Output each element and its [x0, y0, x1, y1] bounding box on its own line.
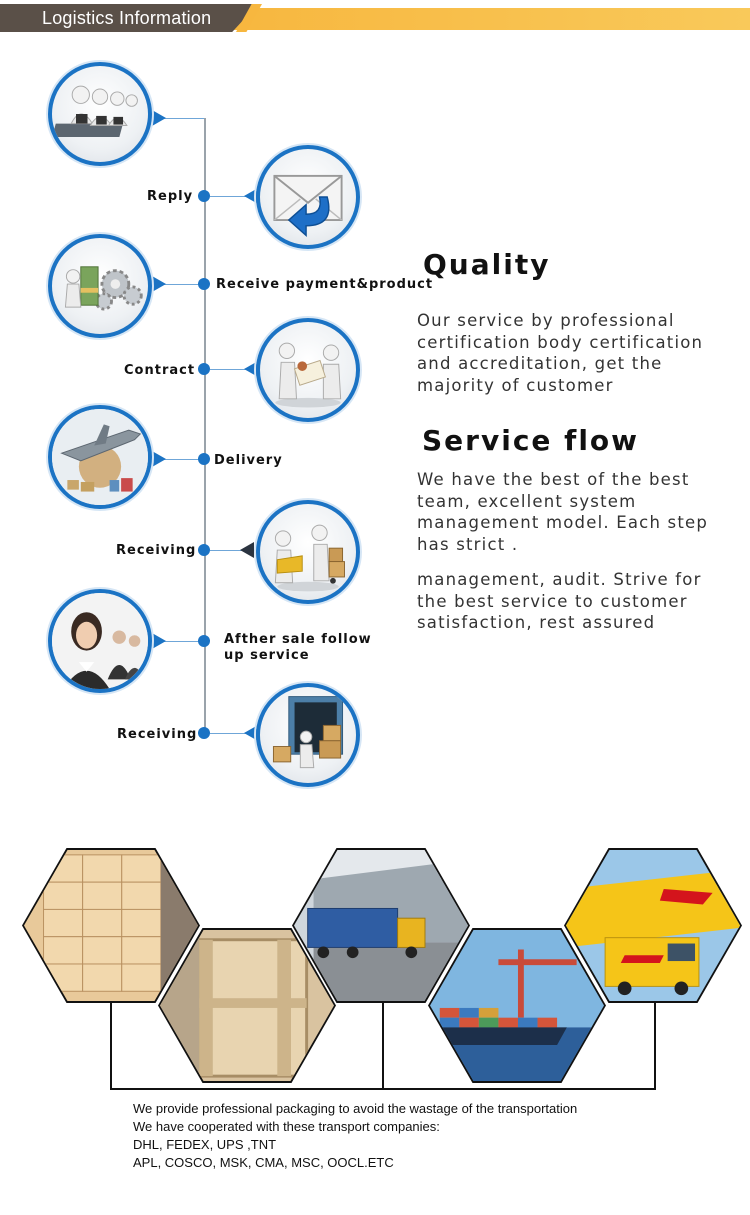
step-label-delivery: Delivery [214, 453, 283, 468]
step-label-reply: Reply [147, 189, 194, 204]
hex-photo-dhl-plane-van [564, 848, 742, 1003]
connector [152, 118, 204, 119]
connector [152, 284, 204, 285]
quality-text: Our service by professional certificatio… [417, 311, 704, 395]
timeline-node [198, 190, 210, 202]
step-label-receive-payment: Receive payment&product [216, 277, 434, 292]
step-label-contract: Contract [124, 363, 196, 378]
footer-express-partners: DHL, FEDEX, UPS ,TNT [133, 1137, 277, 1152]
pointer-arrow [244, 361, 258, 377]
step-label-receiving-final: Receiving [117, 727, 198, 742]
service-flow-text-1: We have the best of the best team, excel… [417, 470, 709, 554]
bracket-line [110, 1088, 656, 1090]
step-label-after-sale: Afther sale follow up service [224, 632, 372, 663]
header-title: Logistics Information [42, 8, 212, 28]
pointer-arrow [152, 633, 166, 649]
timeline-node [198, 278, 210, 290]
pointer-arrow [152, 110, 166, 126]
service-flow-heading: Service flow [422, 424, 640, 457]
pointer-arrow [152, 276, 166, 292]
timeline-node [198, 544, 210, 556]
header-tab [0, 4, 258, 32]
connector [210, 733, 258, 734]
money-gears-icon [48, 234, 152, 338]
timeline-node [198, 727, 210, 739]
receiving-cart-icon [256, 500, 360, 604]
pointer-arrow [152, 451, 166, 467]
footer-shipping-partners: APL, COSCO, MSK, CMA, MSC, OOCL.ETC [133, 1155, 394, 1170]
connector [152, 459, 204, 460]
timeline-node [198, 453, 210, 465]
section-header: Logistics Information [0, 4, 750, 32]
container-unloading-icon [256, 683, 360, 787]
connector [210, 550, 258, 551]
pointer-arrow [244, 725, 258, 741]
footer-packaging-text: We provide professional packaging to avo… [133, 1101, 578, 1116]
service-flow-text-2: management, audit. Strive for the best s… [417, 570, 702, 632]
email-reply-icon [256, 145, 360, 249]
pointer-arrow [244, 188, 258, 204]
customer-service-icon [48, 62, 152, 166]
header-bar [230, 8, 750, 30]
timeline-node [198, 363, 210, 375]
bracket-line [654, 1001, 656, 1089]
bracket-line [382, 1001, 384, 1089]
connector [152, 641, 204, 642]
handshake-contract-icon [256, 318, 360, 422]
bracket-line [110, 1001, 112, 1089]
connector [210, 196, 258, 197]
timeline-node [198, 635, 210, 647]
after-sale-support-icon [48, 589, 152, 693]
step-label-receiving: Receiving [116, 543, 197, 558]
timeline-line [204, 118, 206, 738]
pointer-arrow [240, 542, 254, 558]
quality-heading: Quality [423, 248, 551, 281]
footer-partners-intro: We have cooperated with these transport … [133, 1119, 440, 1134]
airplane-delivery-icon [48, 405, 152, 509]
connector [210, 369, 258, 370]
